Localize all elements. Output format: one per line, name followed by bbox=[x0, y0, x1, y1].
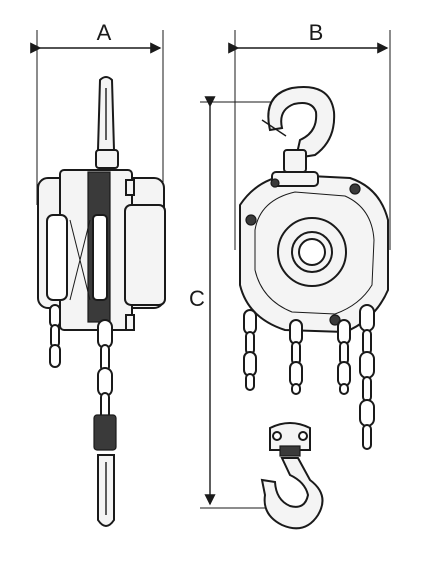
top-hook bbox=[261, 86, 336, 173]
front-hand-chain-left bbox=[243, 309, 257, 391]
bolt-icon bbox=[270, 178, 280, 188]
dimension-b-label: B bbox=[309, 20, 324, 45]
bolt-icon bbox=[349, 183, 361, 195]
front-view bbox=[239, 86, 389, 530]
side-view bbox=[37, 76, 166, 527]
side-hand-chain bbox=[49, 304, 61, 368]
bolt-icon bbox=[329, 314, 341, 326]
bolt-icon bbox=[245, 214, 257, 226]
front-hand-chain-right bbox=[359, 304, 375, 450]
side-load-chain bbox=[97, 319, 113, 420]
front-load-chain-right bbox=[337, 319, 351, 395]
dimension-a: A bbox=[30, 20, 164, 205]
dimension-b: B bbox=[228, 20, 391, 250]
front-load-chain-center bbox=[289, 319, 303, 395]
dimension-c-label: C bbox=[189, 286, 205, 311]
dimension-a-label: A bbox=[97, 20, 112, 45]
bottom-hook bbox=[260, 422, 324, 530]
